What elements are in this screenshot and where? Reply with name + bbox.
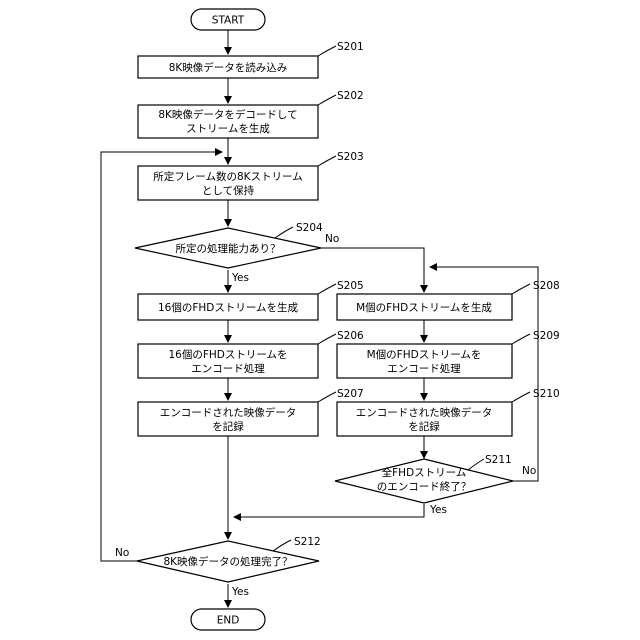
s203-text-line2: として保持 [202, 184, 255, 197]
process-s208: M個のFHDストリームを生成 [337, 294, 512, 320]
s204-label: S204 [296, 222, 323, 234]
process-s206: 16個のFHDストリームを エンコード処理 [138, 344, 318, 378]
decision-s204: 所定の処理能力あり？ [135, 228, 321, 268]
s207-text-line1: エンコードされた映像データ [160, 406, 297, 419]
s203-label: S203 [337, 151, 364, 163]
s204-no-label: No [325, 233, 339, 245]
s211-text-line1: 全FHDストリーム [382, 466, 467, 479]
start-label: START [212, 15, 245, 27]
s206-label: S206 [337, 330, 364, 342]
s210-text-line1: エンコードされた映像データ [356, 406, 493, 419]
s201-label: S201 [337, 41, 364, 53]
edge-s211-merge [234, 504, 424, 517]
s202-text-line1: 8K映像データをデコードして [158, 108, 297, 121]
end-label: END [217, 615, 240, 627]
s204-yes-label: Yes [231, 272, 249, 284]
s207-label: S207 [337, 388, 364, 400]
s212-label: S212 [294, 536, 321, 548]
process-s210: エンコードされた映像データ を記録 [337, 402, 512, 436]
decision-s212: 8K映像データの処理完了？ [137, 541, 319, 582]
s208-label: S208 [533, 280, 560, 292]
process-s201: 8K映像データを読み込み [138, 56, 318, 78]
s210-text-line2: を記録 [408, 420, 440, 433]
process-s209: M個のFHDストリームを エンコード処理 [337, 344, 512, 378]
s202-label: S202 [337, 90, 364, 102]
s206-text-line1: 16個のFHDストリームを [168, 348, 287, 361]
process-s205: 16個のFHDストリームを生成 [138, 294, 318, 320]
process-s202: 8K映像データをデコードして ストリームを生成 [138, 105, 318, 138]
end-terminal: END [191, 609, 265, 630]
s201-text: 8K映像データを読み込み [169, 61, 288, 74]
s205-label: S205 [337, 280, 364, 292]
s212-no-label: No [115, 547, 129, 559]
s205-text: 16個のFHDストリームを生成 [158, 301, 299, 314]
s203-text-line1: 所定フレーム数の8Kストリーム [153, 170, 302, 183]
start-terminal: START [191, 9, 265, 30]
process-s207: エンコードされた映像データ を記録 [138, 402, 318, 436]
s206-text-line2: エンコード処理 [191, 362, 265, 375]
s210-label: S210 [533, 388, 560, 400]
s209-text-line1: M個のFHDストリームを [367, 348, 482, 361]
s211-text-line2: のエンコード終了？ [377, 480, 472, 493]
s212-yes-label: Yes [231, 586, 249, 598]
s209-label: S209 [533, 330, 560, 342]
process-s203: 所定フレーム数の8Kストリーム として保持 [138, 166, 318, 200]
s211-label: S211 [485, 454, 512, 466]
s208-text: M個のFHDストリームを生成 [356, 301, 492, 314]
s202-text-line2: ストリームを生成 [186, 122, 270, 135]
s207-text-line2: を記録 [212, 420, 244, 433]
s211-no-label: No [522, 465, 536, 477]
s209-text-line2: エンコード処理 [387, 362, 461, 375]
s211-yes-label: Yes [429, 504, 447, 516]
s212-text: 8K映像データの処理完了？ [163, 555, 292, 568]
s204-text: 所定の処理能力あり？ [176, 242, 281, 255]
